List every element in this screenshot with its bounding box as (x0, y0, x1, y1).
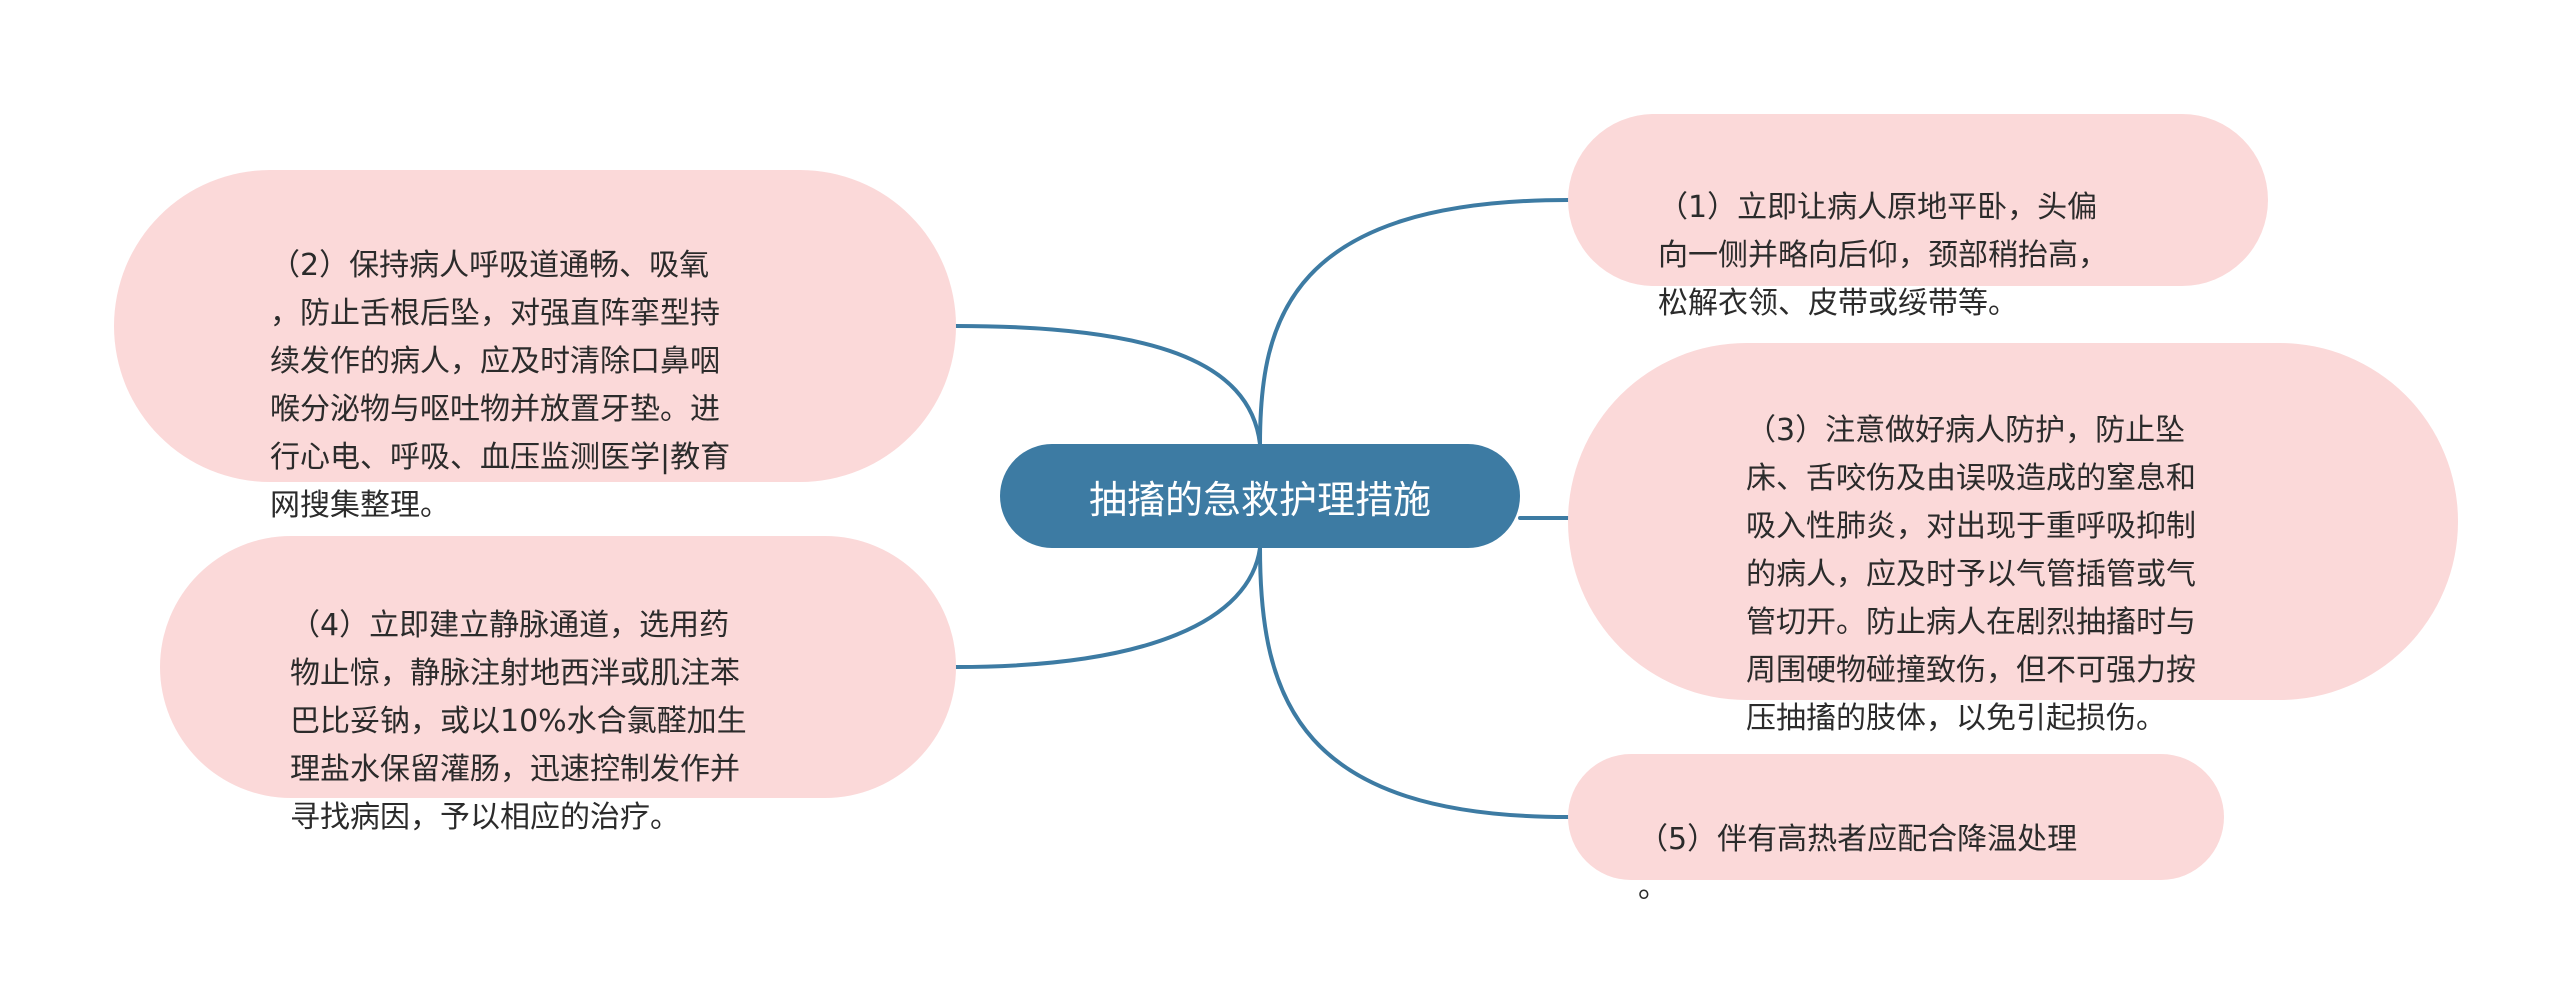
connector-to-item2 (954, 324, 1262, 446)
central-topic-label: 抽搐的急救护理措施 (1088, 477, 1431, 522)
central-topic[interactable]: 抽搐的急救护理措施 (1000, 444, 1520, 548)
connector-to-item5 (1258, 546, 1570, 819)
branch-node-5[interactable]: （5）伴有高热者应配合降温处理 。 (1568, 754, 2224, 905)
connector-to-item4 (954, 546, 1262, 669)
branch-node-4[interactable]: （4）立即建立静脉通道，选用药 物止惊，静脉注射地西泮或肌注苯 巴比妥钠，或以1… (160, 536, 956, 835)
branch-node-2-text: （2）保持病人呼吸道通畅、吸氧 ，防止舌根后坠，对强直阵挛型持 续发作的病人，应… (270, 248, 731, 523)
branch-node-1-text: （1）立即让病人原地平卧，头偏 向一侧并略向后仰，颈部稍抬高， 松解衣领、皮带或… (1658, 190, 2108, 321)
branch-node-3[interactable]: （3）注意做好病人防护，防止坠 床、舌咬伤及由误吸造成的窒息和 吸入性肺炎，对出… (1568, 343, 2458, 736)
branch-node-4-text: （4）立即建立静脉通道，选用药 物止惊，静脉注射地西泮或肌注苯 巴比妥钠，或以1… (290, 608, 747, 835)
connector-to-item1 (1258, 198, 1570, 446)
branch-node-3-text: （3）注意做好病人防护，防止坠 床、舌咬伤及由误吸造成的窒息和 吸入性肺炎，对出… (1746, 413, 2196, 736)
branch-node-5-text: （5）伴有高热者应配合降温处理 。 (1638, 822, 2078, 905)
branch-node-1[interactable]: （1）立即让病人原地平卧，头偏 向一侧并略向后仰，颈部稍抬高， 松解衣领、皮带或… (1568, 114, 2268, 321)
branch-node-2[interactable]: （2）保持病人呼吸道通畅、吸氧 ，防止舌根后坠，对强直阵挛型持 续发作的病人，应… (114, 170, 956, 523)
